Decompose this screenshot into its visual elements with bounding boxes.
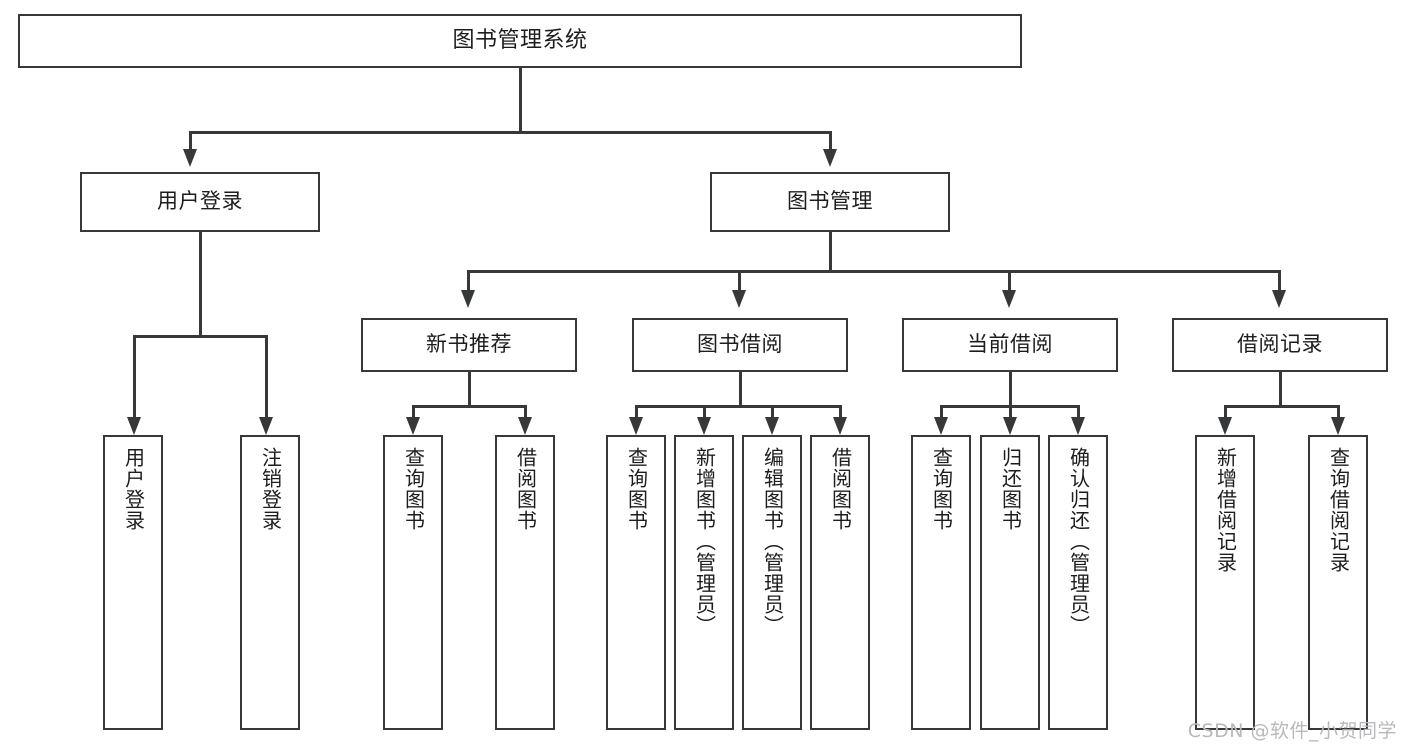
connector-bb-drop-1 xyxy=(635,405,638,419)
leaf-label: 借阅图书 xyxy=(828,447,853,531)
node-label: 当前借阅 xyxy=(967,332,1053,357)
connector-cb-drop-1 xyxy=(940,405,943,419)
leaf-confirm-return-admin[interactable]: 确认归还（管理员） xyxy=(1048,435,1108,730)
arrow-to-cb-leaf-2 xyxy=(1003,417,1017,435)
arrow-to-leaf-user-login xyxy=(127,417,141,435)
leaf-label: 查询借阅记录 xyxy=(1326,447,1351,573)
node-root-system[interactable]: 图书管理系统 xyxy=(18,14,1022,68)
connector-bb-drop-3 xyxy=(771,405,774,419)
node-label: 借阅记录 xyxy=(1237,332,1323,357)
leaf-borrow-book-nbr[interactable]: 借阅图书 xyxy=(495,435,555,730)
node-book-borrow[interactable]: 图书借阅 xyxy=(632,318,848,372)
leaf-label: 归还图书 xyxy=(998,447,1023,531)
connector-bm-drop-3 xyxy=(1008,270,1011,292)
leaf-return-book[interactable]: 归还图书 xyxy=(980,435,1040,730)
leaf-label: 注销登录 xyxy=(258,447,283,531)
arrow-to-br-leaf-2 xyxy=(1331,417,1345,435)
arrow-to-bb-leaf-2 xyxy=(697,417,711,435)
connector-root-drop-left xyxy=(189,131,192,151)
arrow-to-cb-leaf-1 xyxy=(934,417,948,435)
leaf-query-book-nbr[interactable]: 查询图书 xyxy=(383,435,443,730)
leaf-edit-book-admin[interactable]: 编辑图书（管理员） xyxy=(742,435,802,730)
connector-bb-stem xyxy=(739,372,742,406)
connector-bb-bus xyxy=(636,405,842,408)
node-borrow-record[interactable]: 借阅记录 xyxy=(1172,318,1388,372)
connector-br-drop-2 xyxy=(1337,405,1340,419)
connector-bb-drop-2 xyxy=(703,405,706,419)
leaf-label: 查询图书 xyxy=(624,447,649,531)
arrow-to-cb-leaf-3 xyxy=(1071,417,1085,435)
connector-user-login-drop-1 xyxy=(133,335,136,419)
connector-book-manage-stem xyxy=(829,232,832,271)
arrow-to-nbr-leaf-1 xyxy=(406,417,420,435)
arrow-to-nbr-leaf-2 xyxy=(518,417,532,435)
leaf-query-book-bb[interactable]: 查询图书 xyxy=(606,435,666,730)
arrow-to-borrow-record xyxy=(1272,290,1286,308)
leaf-label: 查询图书 xyxy=(929,447,954,531)
connector-bm-drop-4 xyxy=(1278,270,1281,292)
node-new-book-recommend[interactable]: 新书推荐 xyxy=(361,318,577,372)
leaf-label: 新增借阅记录 xyxy=(1213,447,1238,573)
leaf-label: 用户登录 xyxy=(121,447,146,531)
connector-bm-drop-2 xyxy=(738,270,741,292)
connector-bm-drop-1 xyxy=(467,270,470,292)
connector-user-login-drop-2 xyxy=(265,335,268,419)
connector-user-login-bus xyxy=(134,335,267,338)
leaf-logout[interactable]: 注销登录 xyxy=(240,435,300,730)
arrow-to-bb-leaf-4 xyxy=(833,417,847,435)
connector-br-bus xyxy=(1225,405,1339,408)
arrow-to-book-borrow xyxy=(732,290,746,308)
leaf-label: 查询图书 xyxy=(401,447,426,531)
arrow-to-user-login xyxy=(183,149,197,167)
node-label: 用户登录 xyxy=(157,189,243,214)
arrow-to-leaf-logout xyxy=(259,417,273,435)
connector-user-login-stem xyxy=(199,232,202,336)
arrow-to-bb-leaf-1 xyxy=(629,417,643,435)
connector-br-stem xyxy=(1279,372,1282,406)
connector-book-manage-bus xyxy=(468,270,1280,273)
watermark-text: CSDN @软件_小贺同学 xyxy=(1187,720,1397,742)
node-label: 图书借阅 xyxy=(697,332,783,357)
node-user-login[interactable]: 用户登录 xyxy=(80,172,320,232)
leaf-add-borrow-record[interactable]: 新增借阅记录 xyxy=(1195,435,1255,730)
node-label: 图书管理系统 xyxy=(452,27,588,53)
leaf-query-book-cb[interactable]: 查询图书 xyxy=(911,435,971,730)
connector-nbr-drop-2 xyxy=(524,405,527,419)
arrow-to-br-leaf-1 xyxy=(1218,417,1232,435)
leaf-label: 编辑图书（管理员） xyxy=(760,447,785,636)
leaf-label: 确认归还（管理员） xyxy=(1066,447,1091,636)
arrow-to-book-manage xyxy=(823,149,837,167)
connector-nbr-stem xyxy=(468,372,471,406)
connector-bb-drop-4 xyxy=(839,405,842,419)
arrow-to-new-book-recommend xyxy=(461,290,475,308)
leaf-user-login[interactable]: 用户登录 xyxy=(103,435,163,730)
leaf-borrow-book-bb[interactable]: 借阅图书 xyxy=(810,435,870,730)
node-book-manage[interactable]: 图书管理 xyxy=(710,172,950,232)
leaf-label: 新增图书（管理员） xyxy=(692,447,717,636)
connector-root-drop-right xyxy=(829,131,832,151)
leaf-query-borrow-record[interactable]: 查询借阅记录 xyxy=(1308,435,1368,730)
arrow-to-bb-leaf-3 xyxy=(765,417,779,435)
connector-cb-stem xyxy=(1009,372,1012,406)
connector-nbr-drop-1 xyxy=(412,405,415,419)
arrow-to-current-borrow xyxy=(1002,290,1016,308)
connector-cb-drop-3 xyxy=(1077,405,1080,419)
connector-root-stem xyxy=(519,68,522,132)
node-label: 新书推荐 xyxy=(426,332,512,357)
connector-br-drop-1 xyxy=(1224,405,1227,419)
node-current-borrow[interactable]: 当前借阅 xyxy=(902,318,1118,372)
leaf-add-book-admin[interactable]: 新增图书（管理员） xyxy=(674,435,734,730)
connector-cb-drop-2 xyxy=(1009,405,1012,419)
connector-root-bus xyxy=(190,131,831,134)
leaf-label: 借阅图书 xyxy=(513,447,538,531)
connector-nbr-bus xyxy=(413,405,526,408)
node-label: 图书管理 xyxy=(787,189,873,214)
